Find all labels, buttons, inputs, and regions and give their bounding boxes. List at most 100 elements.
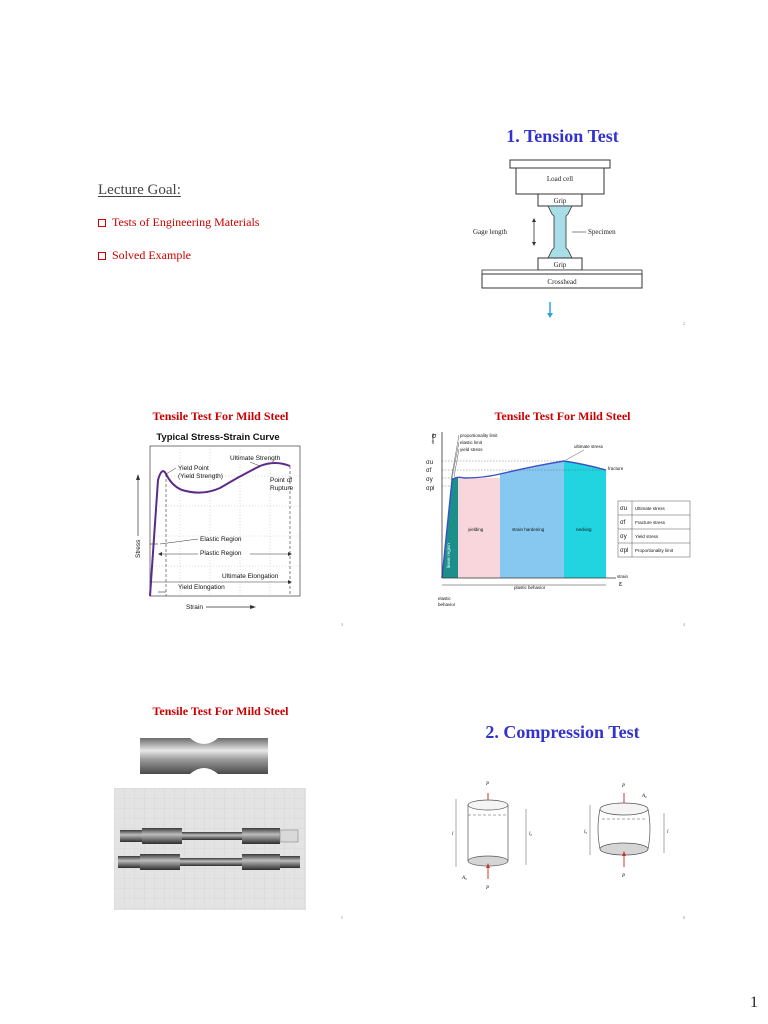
stress-axis-label: Stress: [135, 539, 142, 558]
ultimate-elongation-label: Ultimate Elongation: [222, 573, 279, 580]
leader-line: [159, 538, 199, 545]
plastic-region-label: Plastic Region: [200, 550, 242, 557]
grip-top-label: Grip: [554, 197, 567, 205]
plastic-region-label-bg: [198, 548, 250, 557]
stress-axis-label: stress: [430, 433, 435, 444]
bullet-box-icon: [98, 251, 106, 260]
load-p-label: P: [485, 782, 489, 787]
slide-title: 1. Tension Test: [506, 126, 619, 146]
slide-title: Tensile Test For Mild Steel: [494, 409, 631, 423]
page-number: 1: [750, 994, 758, 1011]
compressed-cylinder: P A₀ P l₀ l: [584, 784, 669, 879]
bullet-text: Tests of Engineering Materials: [112, 215, 260, 229]
yielding-region-fill: [458, 478, 500, 578]
area-a0-label: A₀: [641, 794, 647, 799]
yield-stress-label: yield stress: [460, 447, 483, 452]
arrow-right-icon: [288, 552, 292, 556]
epsilon-axis-symbol: ε: [619, 581, 622, 588]
slide-6: 2. Compression Test 6: [440, 722, 685, 926]
arrow-right-icon: [288, 580, 292, 584]
slide-number: 3: [341, 622, 343, 627]
point-of-label: Point of: [270, 477, 292, 484]
bullet-text: Solved Example: [112, 248, 191, 262]
load-cell-label: Load cell: [547, 175, 573, 183]
slide-title: Tensile Test For Mild Steel: [152, 704, 289, 718]
length-l0-label: l₀: [584, 830, 587, 835]
specimen-label: Specimen: [588, 228, 616, 236]
specimens-image: [114, 788, 306, 910]
specimens-photo: [114, 788, 306, 910]
lecture-goal-heading: Lecture Goal:: [98, 182, 181, 198]
leader-line: [249, 461, 261, 467]
slide-4: Tensile Test For Mild Steel 4: [440, 405, 685, 635]
crosshead-label: Crosshead: [547, 278, 577, 286]
area-a0-label: A₀: [461, 876, 467, 881]
yield-strength-label: (Yield Strength): [178, 473, 223, 480]
yield-point-label: Yield Point: [178, 465, 209, 472]
slide-3: Tensile Test For Mild Steel 3: [98, 405, 343, 635]
bullet-item-example: Solved Example: [98, 248, 378, 263]
legend-symbol: σu: [620, 506, 627, 512]
sigma-f-label: σf: [426, 468, 432, 474]
load-p-label: P: [485, 886, 489, 891]
ultimate-strength-label: Ultimate Strength: [230, 455, 281, 462]
stress-strain-curve: [441, 460, 607, 579]
legend-symbol: σpl: [620, 548, 628, 554]
arrow-right-icon: [250, 605, 256, 609]
necked-specimen-image: [140, 738, 268, 774]
load-cell-top-plate: [509, 159, 611, 169]
stress-strain-regions-diagram: σ stress σu σf σy σpl proportionality li…: [426, 432, 691, 607]
leader-line: [165, 467, 177, 475]
legend-symbol: σy: [620, 534, 627, 540]
length-l-label: l: [452, 832, 454, 837]
sigma-u-label: σu: [426, 460, 433, 466]
gage-length-label: Gage length: [473, 228, 508, 236]
strain-axis-label: Strain: [186, 604, 203, 611]
arrow-left-icon: [158, 552, 162, 556]
chart-title: Typical Stress-Strain Curve: [156, 432, 279, 443]
slide-2: 1. Tension Test 2: [440, 122, 685, 332]
slide-title: Tensile Test For Mild Steel: [152, 409, 289, 423]
plot-frame: [149, 445, 301, 597]
strain-axis-label: strain: [617, 574, 629, 579]
elastic-region-label: Elastic Region: [200, 536, 242, 543]
proportionality-limit-label: proportionality limit: [460, 433, 498, 438]
grid: [150, 446, 300, 596]
slide-number: 2: [683, 321, 685, 326]
compression-test-diagram: P P A₀ l l₀ P A₀ P l₀ l: [452, 782, 669, 891]
necking-region-fill: [564, 461, 606, 578]
arrow-up-icon: [136, 474, 140, 480]
legend-text: Proportionality limit: [635, 548, 674, 553]
bullet-box-icon: [98, 218, 106, 227]
sigma-y-label: σy: [426, 477, 433, 483]
legend-text: Fracture stress: [635, 520, 666, 525]
arrow-down-icon: [547, 313, 553, 318]
slide-1: Lecture Goal: Tests of Engineering Mater…: [98, 170, 378, 290]
grip-bottom-label: Grip: [554, 261, 567, 269]
legend-table: σu Ultimate stress σf Fracture stress σy…: [617, 500, 691, 558]
arrow-up-icon: [486, 863, 490, 868]
rupture-label: Rupture: [270, 485, 294, 492]
elastic-limit-label: elastic limit: [460, 440, 483, 445]
load-p-label: P: [621, 784, 625, 789]
slide-5: Tensile Test For Mild Steel 5: [98, 704, 343, 926]
length-l-label: l: [667, 830, 669, 835]
load-p-label: P: [621, 874, 625, 879]
slide-number: 4: [683, 622, 685, 627]
slide-number: 5: [341, 915, 343, 920]
crosshead-box: [481, 273, 643, 289]
load-cell-box: [515, 167, 605, 195]
plastic-behavior-label: plastic behavior: [514, 585, 546, 590]
sigma-pl-label: σpl: [426, 486, 434, 492]
behavior-label: behavior: [438, 602, 456, 607]
bullet-item-tests: Tests of Engineering Materials: [98, 215, 378, 230]
linear-region-fill: [442, 478, 458, 578]
arrow-up-icon: [622, 851, 626, 856]
legend-text: Ultimate stress: [635, 506, 666, 511]
stress-strain-curve-chart: Typical Stress-Strain Curve Ultimate Str…: [135, 432, 301, 611]
ultimate-stress-label: ultimate stress: [574, 444, 604, 449]
specimen-shape: [547, 205, 573, 259]
arrow-down-icon: [532, 242, 536, 246]
annotation-leaders: [450, 434, 585, 481]
stress-strain-curve: [149, 462, 291, 597]
